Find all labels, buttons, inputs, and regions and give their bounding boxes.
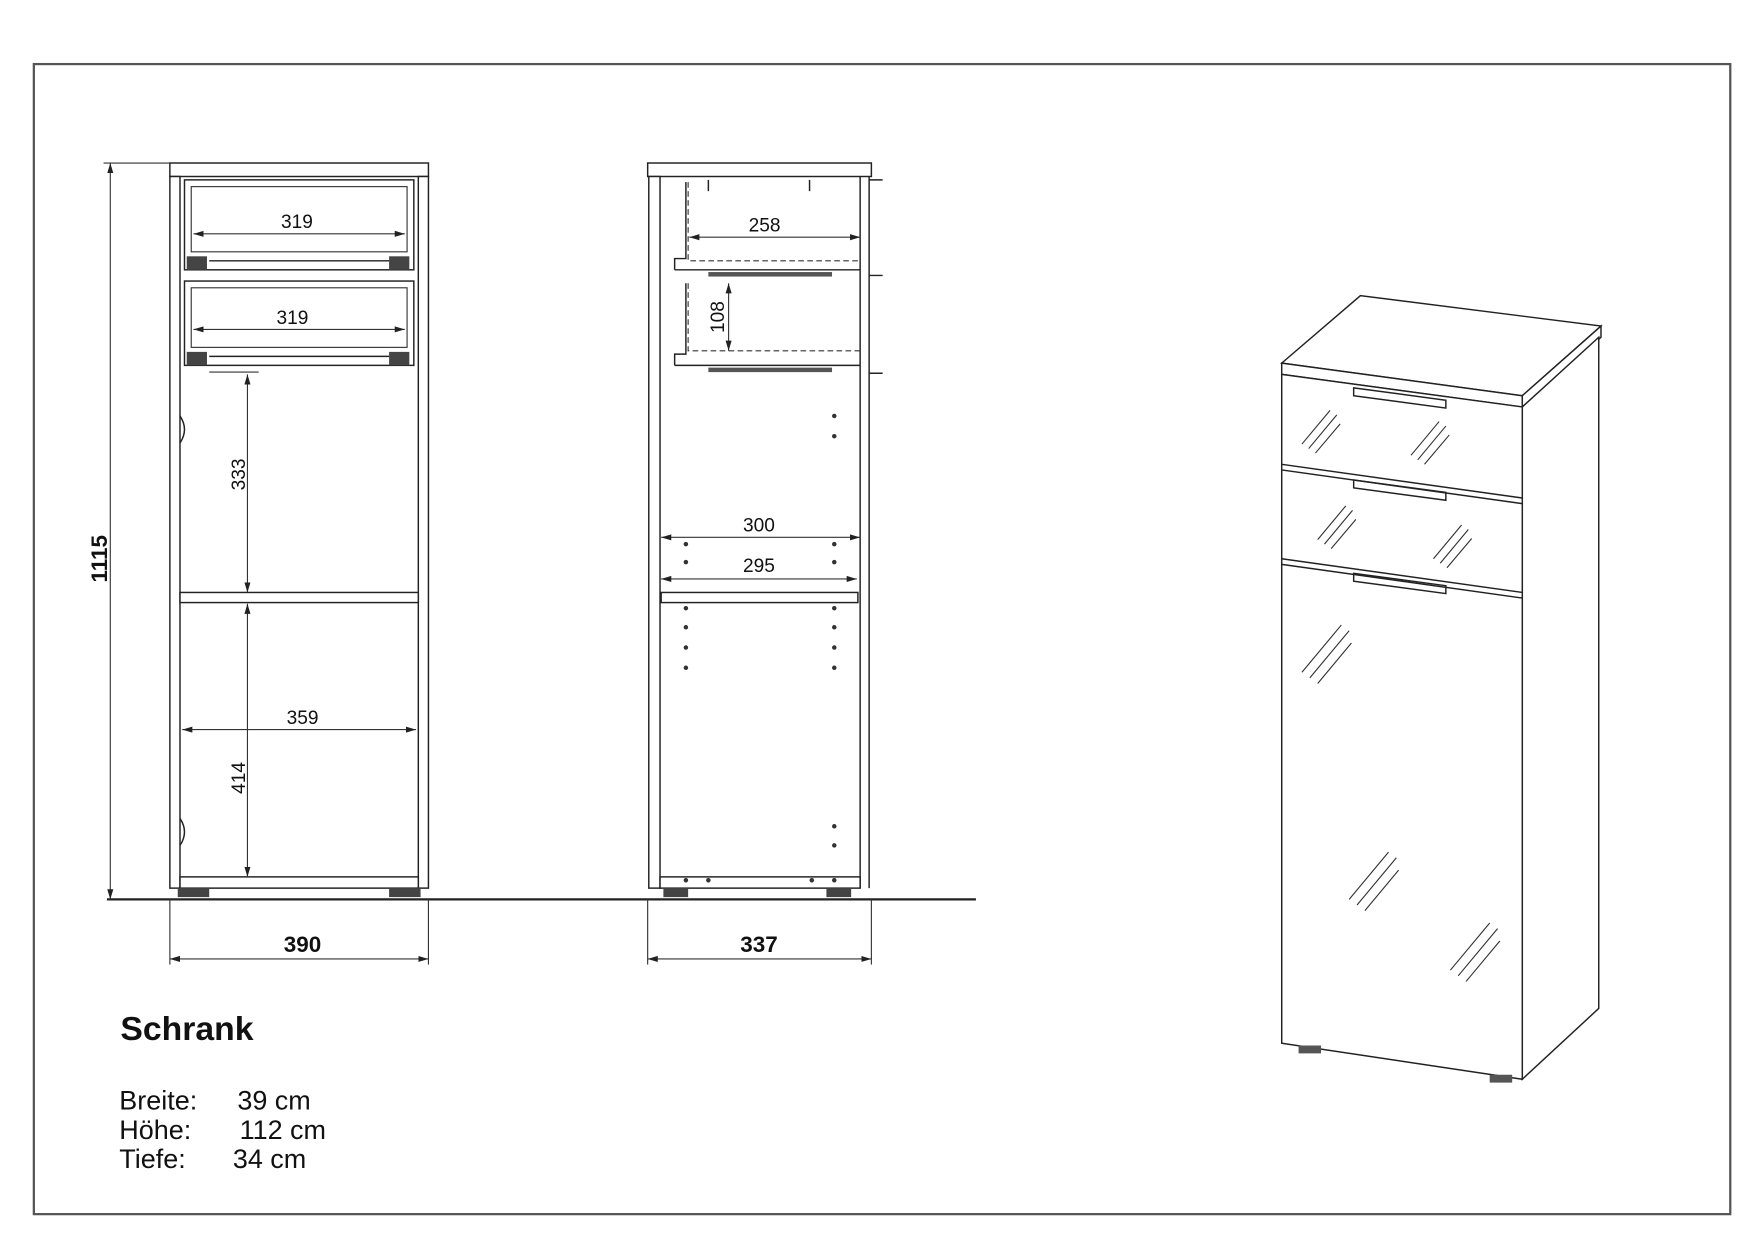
dim-overall-width: 390 xyxy=(284,932,322,957)
spec-height-value: 112 cm xyxy=(240,1115,326,1145)
perspective-view xyxy=(1280,294,1603,1083)
product-title: Schrank xyxy=(120,1010,253,1048)
side-view: 258 108 300 295 337 xyxy=(646,162,883,965)
dim-overall-height: 1115 xyxy=(87,535,112,583)
drawing-frame xyxy=(32,62,1732,1216)
dim-upper-compartment: 333 xyxy=(229,458,250,490)
spec-height-label: Höhe: xyxy=(119,1115,191,1145)
dim-inner-width: 359 xyxy=(287,708,319,729)
drawer-top xyxy=(183,179,415,271)
spec-width-value: 39 cm xyxy=(237,1086,310,1116)
dim-drawer2-width: 319 xyxy=(276,308,308,329)
dim-drawer-depth: 258 xyxy=(749,216,781,237)
dim-shelf-depth: 295 xyxy=(743,556,775,577)
spec-width-label: Breite: xyxy=(119,1086,197,1116)
dim-drawer-height: 108 xyxy=(708,301,729,333)
dim-drawer1-width: 319 xyxy=(281,212,313,233)
spec-depth-value: 34 cm xyxy=(233,1144,306,1174)
dim-lower-compartment: 414 xyxy=(229,762,250,794)
glass-reflection-marks xyxy=(1301,409,1501,982)
dim-overall-depth: 337 xyxy=(740,932,778,957)
drawer-second xyxy=(183,280,415,367)
front-view: 319 319 333 414 359 1115 390 xyxy=(87,162,430,965)
spec-depth-label: Tiefe: xyxy=(119,1144,185,1174)
spec-block: Schrank Breite: 39 cm Höhe: 112 cm Tiefe… xyxy=(119,1010,326,1174)
dim-inner-depth: 300 xyxy=(743,516,775,537)
